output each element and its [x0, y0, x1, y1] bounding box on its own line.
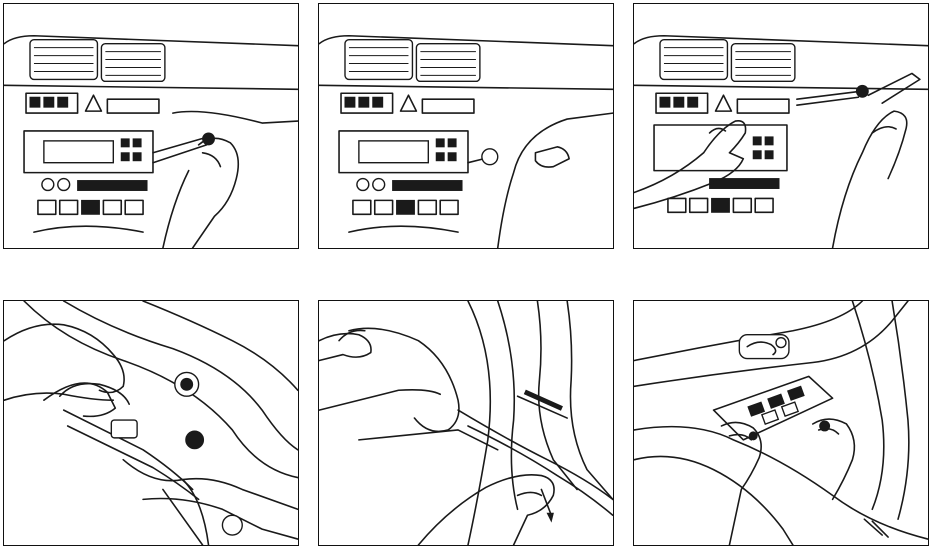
- door-window-switch-illustration: [634, 301, 928, 545]
- door-edge-illustration: [319, 301, 613, 545]
- step-panel-4: [3, 300, 299, 546]
- dashboard-illustration-1: [4, 34, 298, 248]
- step-panel-3: [633, 3, 929, 249]
- dashboard-illustration-2: [319, 34, 613, 248]
- dashboard-illustration-3: [634, 34, 928, 248]
- step-panel-2: [318, 3, 614, 249]
- step-panel-1: [3, 3, 299, 249]
- step-panel-6: [633, 300, 929, 546]
- step-panel-5: [318, 300, 614, 546]
- door-handle-illustration: [4, 301, 298, 545]
